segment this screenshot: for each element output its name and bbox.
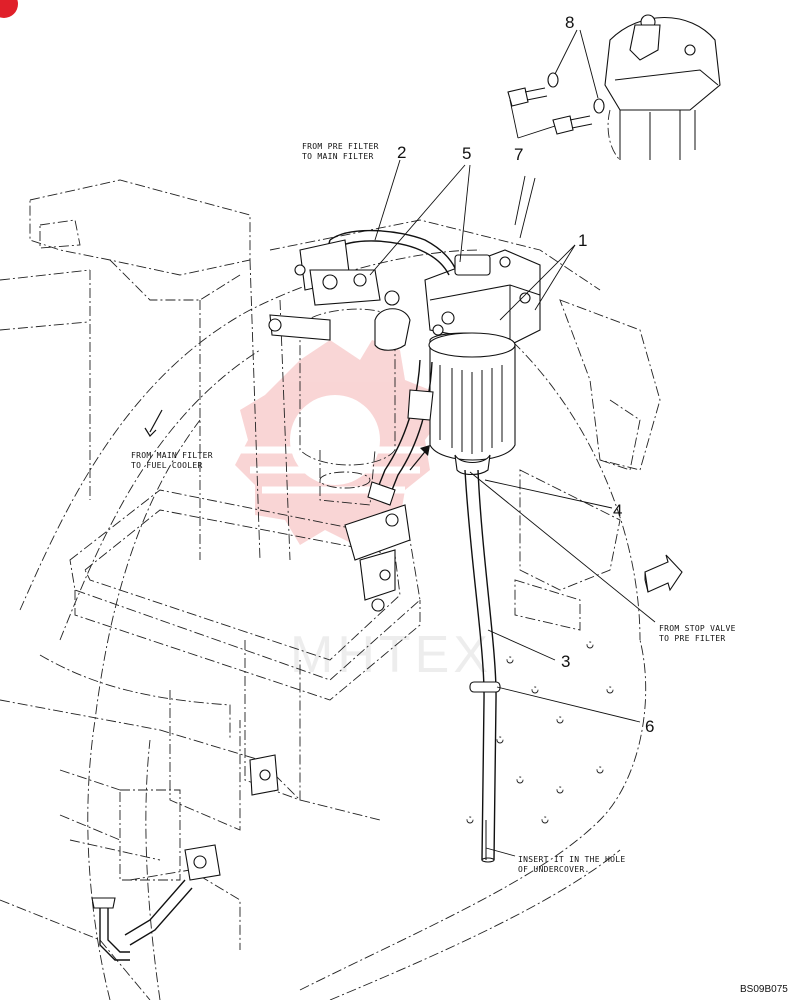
svg-text:MHTEX: MHTEX — [290, 626, 492, 684]
detail-view-bracket — [507, 14, 721, 161]
hose-main-return — [367, 359, 434, 506]
note-line: TO PRE FILTER — [659, 634, 726, 643]
note-line: FROM PRE FILTER — [302, 142, 379, 151]
note-pre-to-main: FROM PRE FILTER TO MAIN FILTER — [302, 142, 379, 161]
callout-1: 1 — [578, 231, 587, 250]
callout-8: 8 — [565, 13, 574, 32]
callout-3: 3 — [561, 652, 570, 671]
note-line: OF UNDERCOVER. — [518, 865, 590, 874]
callout-5: 5 — [462, 144, 471, 163]
note-line: FROM STOP VALVE — [659, 624, 736, 633]
lower-fittings — [91, 504, 411, 961]
note-line: TO FUEL COOLER — [131, 461, 203, 470]
pre-filter-assembly — [424, 249, 541, 476]
main-filter-outline — [299, 308, 396, 506]
drawing-reference: BS09B075 — [740, 984, 788, 995]
note-line: INSERT IT IN THE HOLE — [518, 855, 625, 864]
clamp-part-6 — [469, 681, 501, 693]
front-direction-arrow — [644, 554, 683, 593]
flow-arrow-up — [409, 445, 430, 471]
note-stop-to-pre: FROM STOP VALVE TO PRE FILTER — [659, 624, 736, 643]
note-line: TO MAIN FILTER — [302, 152, 374, 161]
callout-6: 6 — [645, 717, 654, 736]
note-insert-hole: INSERT IT IN THE HOLE OF UNDERCOVER. — [518, 855, 625, 874]
corner-badge — [0, 0, 18, 18]
frame-outline — [0, 179, 661, 1000]
callout-7: 7 — [514, 145, 523, 164]
callout-leaders — [369, 29, 656, 857]
flow-arrow-down — [144, 409, 163, 437]
note-line: FROM MAIN FILTER — [131, 451, 213, 460]
callout-2: 2 — [397, 143, 406, 162]
note-main-to-cooler: FROM MAIN FILTER TO FUEL COOLER — [131, 451, 213, 470]
callout-4: 4 — [613, 501, 622, 520]
flow-arrow-diagonal — [514, 175, 536, 239]
fitting-cluster — [268, 239, 411, 351]
